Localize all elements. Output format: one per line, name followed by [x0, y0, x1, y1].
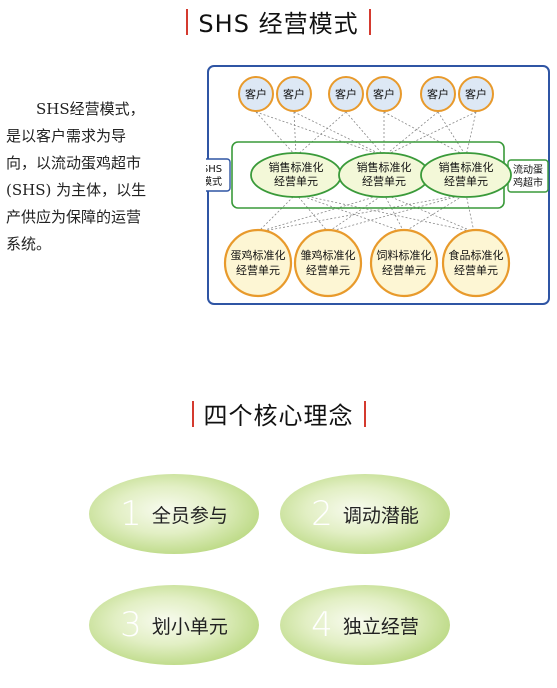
svg-text:经营单元: 经营单元 [362, 174, 406, 188]
svg-text:经营单元: 经营单元 [236, 263, 280, 277]
title-bar-left [191, 400, 194, 427]
section-title-text: SHS 经营模式 [198, 10, 359, 38]
intro-line: 系统。 [6, 235, 52, 253]
customer-bubble: 客户 [328, 76, 364, 112]
svg-text:食品标准化: 食品标准化 [449, 248, 504, 262]
sales-unit-bubble: 销售标准化 经营单元 [250, 152, 342, 198]
intro-line: SHS经营模式， [36, 100, 145, 118]
svg-text:经营单元: 经营单元 [306, 263, 350, 277]
customer-bubble: 客户 [458, 76, 494, 112]
svg-text:客户: 客户 [283, 87, 305, 101]
svg-text:鸡超市: 鸡超市 [513, 176, 543, 189]
concept-pill: 2 调动潜能 [280, 474, 450, 554]
section-title-text: 四个核心理念 [203, 402, 354, 430]
svg-text:模式: 模式 [206, 175, 222, 188]
section-title-core-concepts: 四个核心理念 [0, 396, 557, 431]
customer-bubble: 客户 [276, 76, 312, 112]
sales-unit-bubble: 销售标准化 经营单元 [420, 152, 512, 198]
mobile-egg-supermarket-label: 流动蛋 鸡超市 [507, 159, 549, 193]
svg-text:蛋鸡标准化: 蛋鸡标准化 [231, 248, 286, 262]
intro-paragraph: SHS经营模式， 是以客户需求为导 向，以流动蛋鸡超市 (SHS) 为主体，以生… [6, 96, 166, 258]
svg-text:SHS: SHS [206, 164, 222, 175]
svg-text:客户: 客户 [335, 87, 357, 101]
concept-label: 调动潜能 [342, 504, 419, 527]
svg-text:销售标准化: 销售标准化 [439, 160, 494, 174]
supply-unit-food: 食品标准化 经营单元 [441, 228, 511, 298]
concept-label: 全员参与 [151, 504, 228, 527]
svg-text:经营单元: 经营单元 [274, 174, 318, 188]
customer-bubble: 客户 [366, 76, 402, 112]
concept-number: 1 [120, 494, 142, 534]
svg-text:经营单元: 经营单元 [382, 263, 426, 277]
section-title-shs: SHS 经营模式 [0, 4, 557, 39]
concept-pill: 3 划小单元 [89, 585, 259, 665]
sales-unit-bubble: 销售标准化 经营单元 [338, 152, 430, 198]
svg-text:流动蛋: 流动蛋 [513, 163, 543, 176]
concept-number: 2 [311, 494, 333, 534]
shs-model-label: SHS 模式 [206, 158, 231, 192]
svg-text:经营单元: 经营单元 [444, 174, 488, 188]
intro-line: 向，以流动蛋鸡超市 [6, 154, 142, 172]
svg-text:饲料标准化: 饲料标准化 [377, 248, 432, 262]
svg-text:客户: 客户 [373, 87, 395, 101]
intro-line: 是以客户需求为导 [6, 127, 127, 145]
svg-text:客户: 客户 [465, 87, 487, 101]
concept-label: 独立经营 [342, 615, 419, 638]
supply-unit-chick: 雏鸡标准化 经营单元 [293, 228, 363, 298]
customer-bubble: 客户 [238, 76, 274, 112]
connector-lines [255, 111, 477, 233]
svg-text:经营单元: 经营单元 [454, 263, 498, 277]
concept-number: 4 [311, 605, 333, 645]
concept-label: 划小单元 [151, 615, 228, 638]
supply-unit-feed: 饲料标准化 经营单元 [369, 228, 439, 298]
intro-line: 产供应为保障的运营 [6, 208, 142, 226]
shs-model-diagram: 客户 客户 客户 客户 客户 客户 SHS 模式 流动蛋 鸡超市 销售标准化 经… [206, 65, 550, 305]
svg-text:客户: 客户 [245, 87, 267, 101]
svg-text:客户: 客户 [427, 87, 449, 101]
title-bar-right [363, 400, 366, 427]
svg-text:销售标准化: 销售标准化 [357, 160, 412, 174]
concept-number: 3 [120, 605, 142, 645]
concept-pill: 1 全员参与 [89, 474, 259, 554]
title-bar-right [368, 8, 371, 35]
customer-bubble: 客户 [420, 76, 456, 112]
svg-text:雏鸡标准化: 雏鸡标准化 [301, 248, 356, 262]
intro-line: (SHS) 为主体，以生 [6, 181, 147, 199]
svg-text:销售标准化: 销售标准化 [269, 160, 324, 174]
supply-unit-layer-hen: 蛋鸡标准化 经营单元 [223, 228, 293, 298]
title-bar-left [186, 8, 189, 35]
concept-pill: 4 独立经营 [280, 585, 450, 665]
